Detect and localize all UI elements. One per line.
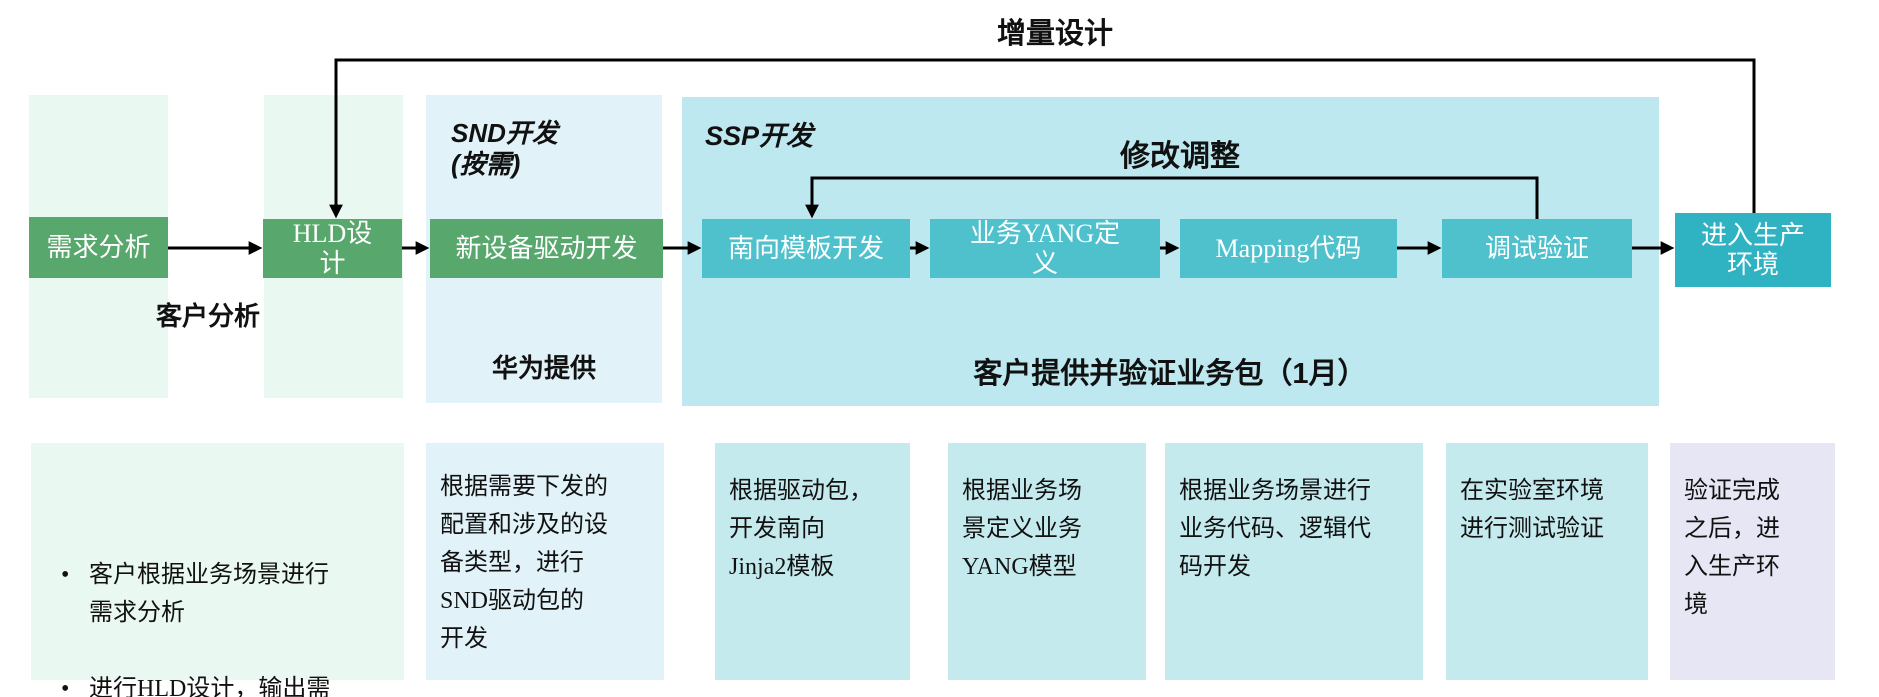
flow-box-hld-design: HLD设 计 [263,219,402,278]
snd-lane-title: SND开发 (按需) [451,118,558,179]
flow-box-new-device-driver: 新设备驱动开发 [430,219,663,278]
note-southbound-template: 根据驱动包， 开发南向 Jinja2模板 [715,443,910,680]
customer-analysis-caption: 客户分析 [155,301,260,331]
flow-box-mapping-code: Mapping代码 [1180,219,1397,278]
flow-box-debug-verify: 调试验证 [1442,219,1632,278]
flow-box-service-yang: 业务YANG定 义 [930,219,1160,278]
modify-adjust-label: 修改调整 [1120,140,1240,173]
flow-box-production: 进入生产 环境 [1675,213,1831,287]
note-service-code: 根据业务场景进行 业务代码、逻辑代 码开发 [1165,443,1423,680]
flow-box-requirements: 需求分析 [29,217,168,278]
ssp-caption: 客户提供并验证业务包（1月） [973,358,1367,390]
ssp-lane-title: SSP开发 [705,121,814,151]
note-service-yang: 根据业务场 景定义业务 YANG模型 [948,443,1146,680]
incremental-design-label: 增量设计 [996,18,1113,50]
note-bullet-item: 客户根据业务场景进行 需求分析 [45,557,394,633]
huawei-provides-caption: 华为提供 [491,353,596,383]
note-snd-driver: 根据需要下发的 配置和涉及的设 备类型，进行 SND驱动包的 开发 [426,443,664,680]
flow-box-southbound-template: 南向模板开发 [702,219,910,278]
note-production: 验证完成 之后，进 入生产环 境 [1670,443,1835,680]
note-lab-verify: 在实验室环境 进行测试验证 [1446,443,1648,680]
